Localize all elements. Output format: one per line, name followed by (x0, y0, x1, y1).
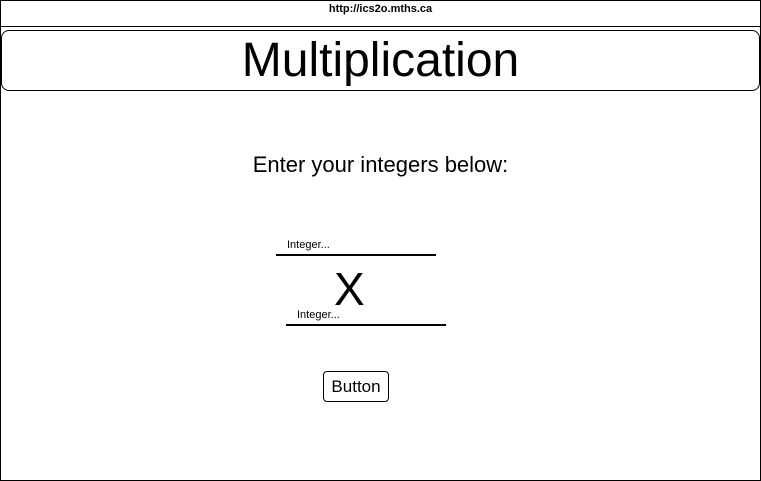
second-integer-input[interactable] (286, 306, 446, 326)
page-header: Multiplication (1, 30, 760, 91)
page-title: Multiplication (241, 34, 520, 87)
url-text: http://ics2o.mths.ca (328, 3, 433, 15)
submit-button[interactable]: Button (323, 371, 389, 402)
instruction-text: Enter your integers below: (252, 152, 509, 177)
address-bar[interactable]: http://ics2o.mths.ca (1, 1, 760, 27)
first-integer-input[interactable] (276, 236, 436, 256)
